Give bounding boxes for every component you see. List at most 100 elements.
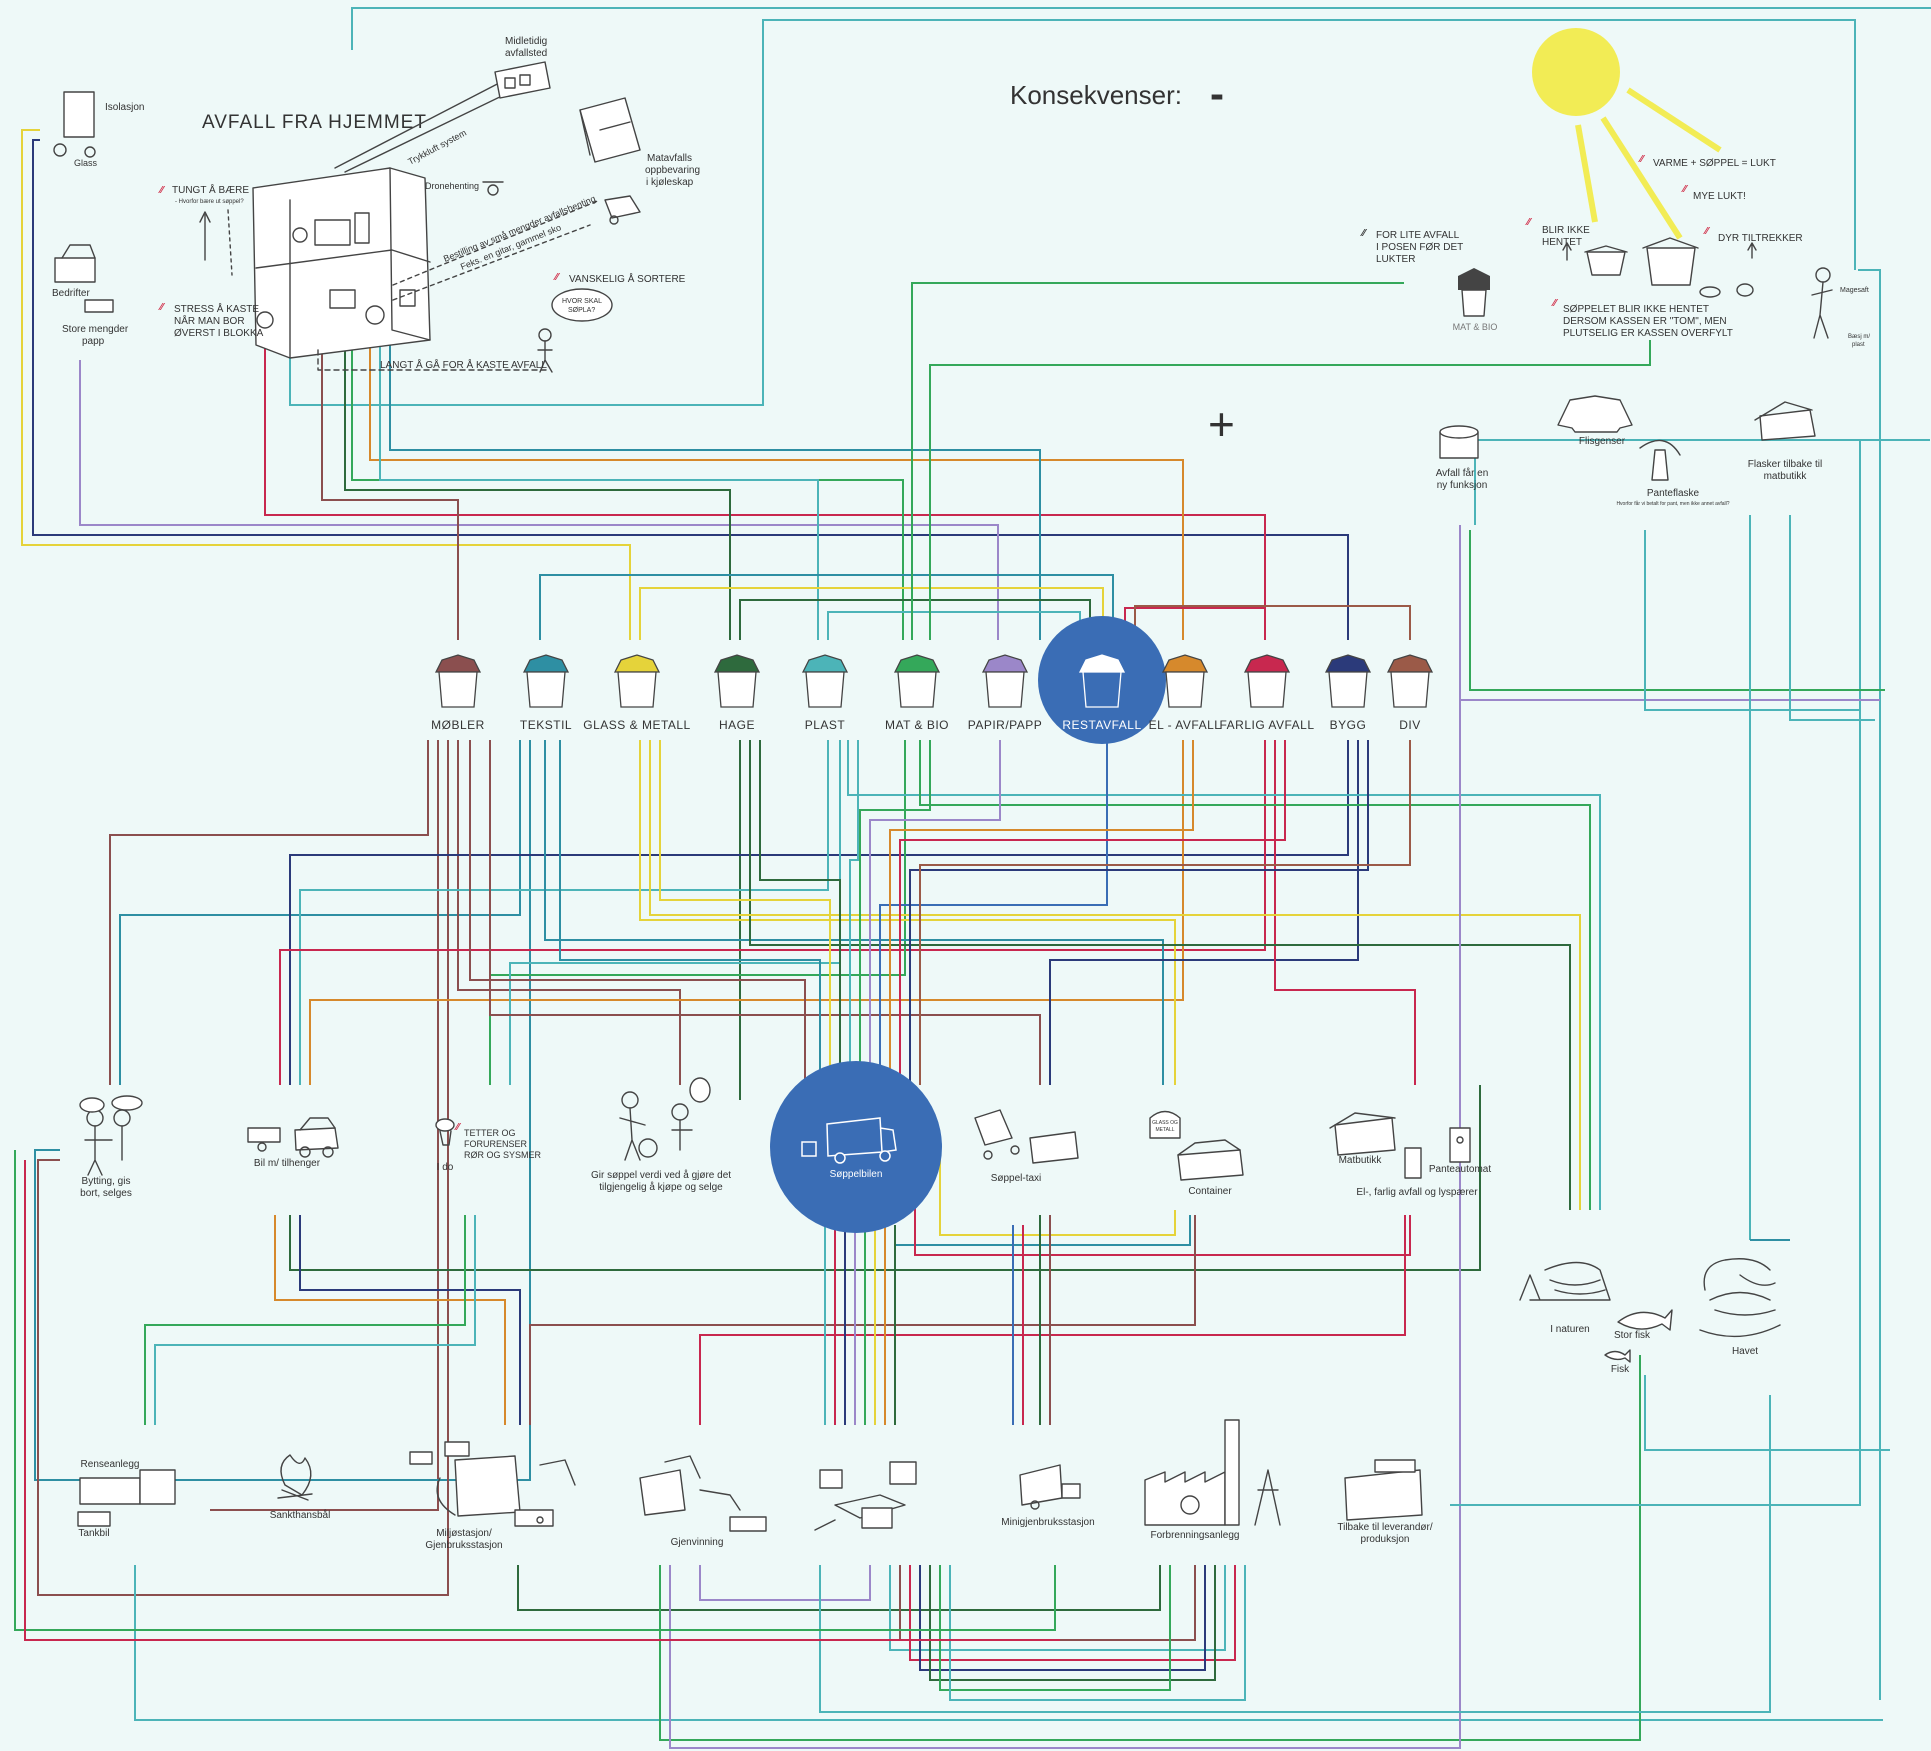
- bottom-nodes: Renseanlegg Tankbil Sankthansbål Miljøst…: [77, 1419, 1433, 1551]
- toilet-roll-icon: [1439, 425, 1479, 459]
- label-trykkluft: Trykkluft system: [406, 128, 468, 167]
- bin-label: MØBLER: [431, 718, 485, 732]
- bin-lid: [893, 654, 941, 673]
- bin-body: [897, 671, 937, 708]
- fleece-sweater-icon: [1557, 395, 1633, 433]
- label-bedrifter: Bedrifter: [52, 288, 90, 299]
- bin-label: GLASS & METALL: [583, 718, 690, 732]
- bin-papir-papp: PAPIR/PAPP: [968, 654, 1042, 732]
- bin-body: [1165, 671, 1205, 708]
- overfull-bins-icon: [1562, 237, 1699, 286]
- label-stor-fisk: Stor fisk: [1614, 1330, 1651, 1341]
- bin-body: [717, 671, 757, 708]
- label-ido: I do: [437, 1162, 454, 1173]
- label-matavfall-1: Matavfalls: [647, 153, 692, 164]
- label-container: Container: [1188, 1186, 1232, 1197]
- bottle-icon: [1651, 449, 1669, 481]
- label-bytting-1: Bytting, gis: [82, 1176, 131, 1187]
- bin-lid: [1386, 654, 1434, 673]
- label-baer-2: plast: [1852, 342, 1865, 348]
- big-fish-icon: [1617, 1309, 1673, 1331]
- bin-lid: [801, 654, 849, 673]
- neg-mark-tetter: ⁄⁄: [454, 1122, 462, 1133]
- deposit-machine-icon: [1449, 1127, 1471, 1163]
- minus-sign: -: [1210, 70, 1224, 117]
- label-midlertidig-1: Midletidig: [505, 36, 547, 47]
- label-stress-2: NÅR MAN BOR: [174, 314, 245, 327]
- bin-body: [526, 671, 566, 708]
- bin-møbler: MØBLER: [431, 654, 485, 732]
- bin-body: [1328, 671, 1368, 708]
- label-langt: LANGT Å GÅ FOR Å KASTE AVFALL: [380, 358, 547, 371]
- label-dronehenting: Dronehenting: [425, 181, 479, 191]
- bin-label: TEKSTIL: [520, 718, 572, 732]
- label-tetter-1: TETTER OG: [464, 1128, 516, 1138]
- label-minigjenbruk: Minigjenbruksstasjon: [1001, 1517, 1094, 1528]
- home-section: AVFALL FRA HJEMMET Isolasjon Glass: [52, 36, 700, 373]
- neg-mark-vanskelig: ⁄⁄: [553, 272, 561, 283]
- bin-mat-bio-dark-icon: [1458, 268, 1490, 317]
- drone-icon: [482, 181, 504, 196]
- label-mat-bio-small: MAT & BIO: [1453, 322, 1498, 332]
- label-flasker-2: matbutikk: [1764, 471, 1808, 482]
- bin-body: [617, 671, 657, 708]
- label-for-lite-1: FOR LITE AVFALL: [1376, 230, 1460, 241]
- factory-icon: [1344, 1459, 1423, 1521]
- label-dyr: DYR TILTREKKER: [1718, 233, 1803, 244]
- negatives-section: ⁄⁄ FOR LITE AVFALL I POSEN FØR DET LUKTE…: [1360, 154, 1870, 348]
- bin-lid: [1243, 654, 1291, 673]
- recycling-station-icon: [409, 1441, 576, 1527]
- confused-person-icon: [537, 328, 553, 373]
- bin-label: DIV: [1399, 718, 1421, 732]
- bonfire-icon: [277, 1454, 313, 1501]
- car-trailer-icon: [247, 1117, 339, 1158]
- flow-lines: [14, 7, 1931, 1749]
- label-taxi: Søppel-taxi: [991, 1173, 1042, 1184]
- bin-label: PLAST: [805, 718, 846, 732]
- people-trading-icon: [79, 1095, 143, 1176]
- label-gir-2: tilgjengelig å kjøpe og selge: [599, 1181, 723, 1193]
- label-tungt: TUNGT Å BÆRE: [172, 183, 249, 196]
- people-selling-icon: [619, 1077, 711, 1161]
- bin-body: [1390, 671, 1430, 708]
- grocery-store-icon: [1329, 1112, 1396, 1156]
- bin-lid: [522, 654, 570, 673]
- label-stress-3: ØVERST I BLOKKA: [174, 328, 264, 339]
- label-tungt-sub: - Hvorfor bære ut søppel?: [175, 199, 244, 205]
- label-el-farlig: El-, farlig avfall og lyspærer: [1356, 1187, 1478, 1198]
- delivery-van-icon: [604, 195, 641, 225]
- waste-taxi-icon: [974, 1109, 1079, 1164]
- person-stomach-icon: [1811, 267, 1833, 339]
- neg-mark-blir-ikke: ⁄⁄: [1525, 217, 1533, 228]
- plus-sign: +: [1208, 398, 1235, 450]
- label-panteautomat: Panteautomat: [1429, 1164, 1491, 1175]
- home-title: AVFALL FRA HJEMMET: [202, 112, 427, 133]
- label-matavfall-2: oppbevaring: [645, 165, 700, 176]
- label-bil: Bil m/ tilhenger: [254, 1158, 321, 1169]
- label-gjenvinning: Gjenvinning: [671, 1537, 724, 1548]
- label-i-naturen: I naturen: [1550, 1324, 1589, 1335]
- bin-tekstil: TEKSTIL: [520, 654, 572, 732]
- business-icon: [54, 244, 114, 313]
- bin-body: [438, 671, 478, 708]
- bin-label: EL - AVFALL: [1149, 718, 1222, 732]
- toilet-icon: [435, 1118, 455, 1146]
- bin-body: [805, 671, 845, 708]
- label-miljostasjon-2: Gjenbruksstasjon: [425, 1540, 502, 1551]
- bin-lid: [1161, 654, 1209, 673]
- bin-label: BYGG: [1330, 718, 1367, 732]
- bin-body: [985, 671, 1025, 708]
- bin-body: [1247, 671, 1287, 708]
- garbage-truck-icon: [801, 1117, 897, 1164]
- bin-glass-metall: GLASS & METALL: [583, 654, 690, 732]
- neg-mark-varme: ⁄⁄: [1638, 154, 1646, 165]
- mini-recycling-station-icon: [1019, 1464, 1081, 1510]
- bin-div: DIV: [1386, 654, 1434, 732]
- label-varme: VARME + SØPPEL = LUKT: [1653, 158, 1776, 169]
- bin-restavfall: RESTAVFALL: [1062, 654, 1141, 732]
- speech-bubble-icon: [551, 288, 613, 322]
- bin-bygg: BYGG: [1324, 654, 1372, 732]
- label-baer-1: Bæsj m/: [1848, 334, 1870, 340]
- label-stress-1: STRESS Å KASTE: [174, 302, 259, 315]
